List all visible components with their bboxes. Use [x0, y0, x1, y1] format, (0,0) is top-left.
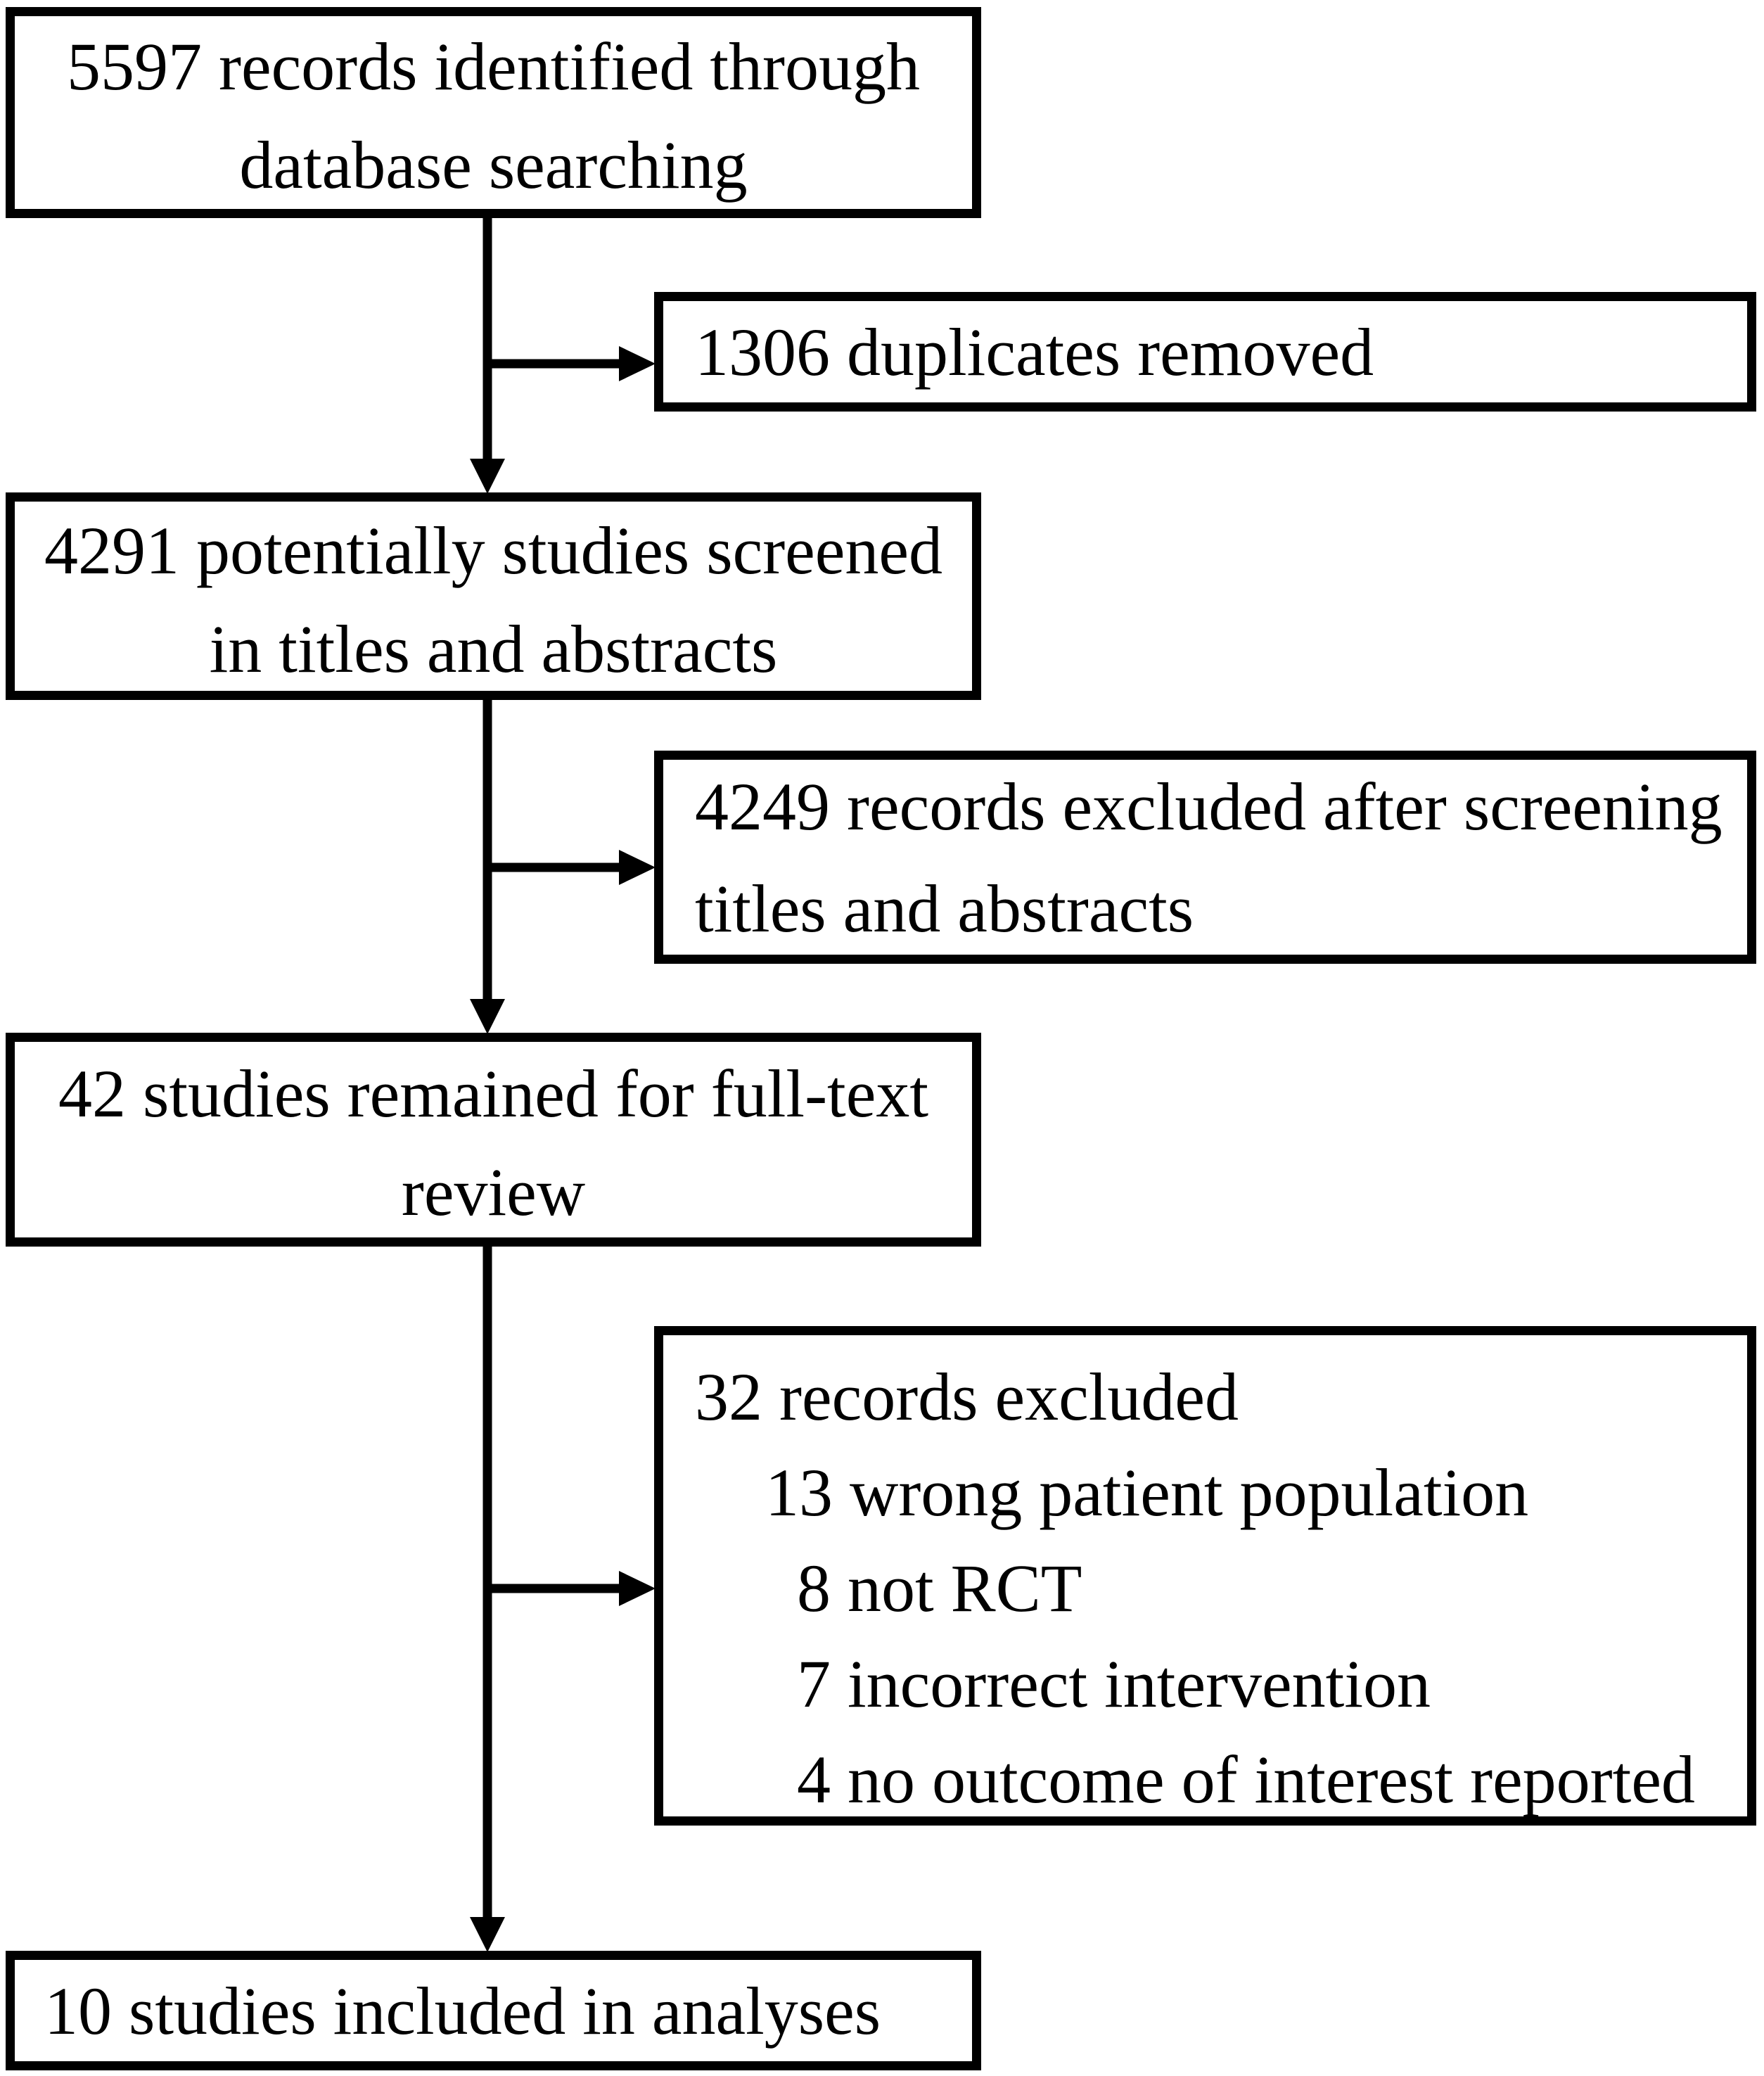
box-excluded-fulltext: 32 records excluded 13 wrong patient pop…: [654, 1326, 1756, 1826]
box-text-line: 1306 duplicates removed: [695, 314, 1374, 390]
box-studies-included: 10 studies included in analyses: [6, 1951, 981, 2070]
arrow-fulltext-to-included: [470, 1243, 505, 1952]
arrowhead-right-icon: [619, 346, 656, 381]
box-fulltext-review: 42 studies remained for full-text review: [6, 1033, 981, 1247]
box-text-line: 32 records excluded: [695, 1359, 1239, 1434]
box-text-line: 42 studies remained for full-text: [58, 1056, 928, 1131]
box-excluded-after-screening: 4249 records excluded after screening ti…: [654, 751, 1756, 964]
box-text-line: database searching: [239, 127, 748, 203]
arrow-identified-to-duplicates: [487, 346, 656, 381]
arrow-fulltext-to-excluded-fulltext: [487, 1571, 656, 1606]
box-text-line: 4 no outcome of interest reported: [797, 1742, 1695, 1817]
box-records-identified: 5597 records identified through database…: [6, 7, 981, 218]
box-text-line: 4249 records excluded after screening: [695, 768, 1723, 844]
box-text-line: 8 not RCT: [797, 1550, 1082, 1626]
arrowhead-down-icon: [470, 1917, 505, 1952]
box-text-line: titles and abstracts: [695, 870, 1194, 946]
box-studies-screened: 4291 potentially studies screened in tit…: [6, 492, 981, 700]
box-text-line: review: [401, 1154, 586, 1230]
box-text-line: 10 studies included in analyses: [44, 1973, 881, 2049]
arrowhead-right-icon: [619, 1571, 656, 1606]
box-text-line: 4291 potentially studies screened: [44, 512, 942, 588]
arrowhead-down-icon: [470, 999, 505, 1034]
arrow-screened-to-fulltext: [470, 696, 505, 1034]
box-text-line: 13 wrong patient population: [765, 1455, 1529, 1530]
arrowhead-down-icon: [470, 459, 505, 494]
arrow-screened-to-excluded-screening: [487, 850, 656, 885]
box-duplicates-removed: 1306 duplicates removed: [654, 292, 1756, 412]
box-text-line: in titles and abstracts: [209, 611, 778, 687]
box-text-line: 7 incorrect intervention: [797, 1646, 1431, 1721]
arrowhead-right-icon: [619, 850, 656, 885]
arrow-identified-to-screened: [470, 211, 505, 494]
box-text-line: 5597 records identified through: [66, 29, 921, 104]
